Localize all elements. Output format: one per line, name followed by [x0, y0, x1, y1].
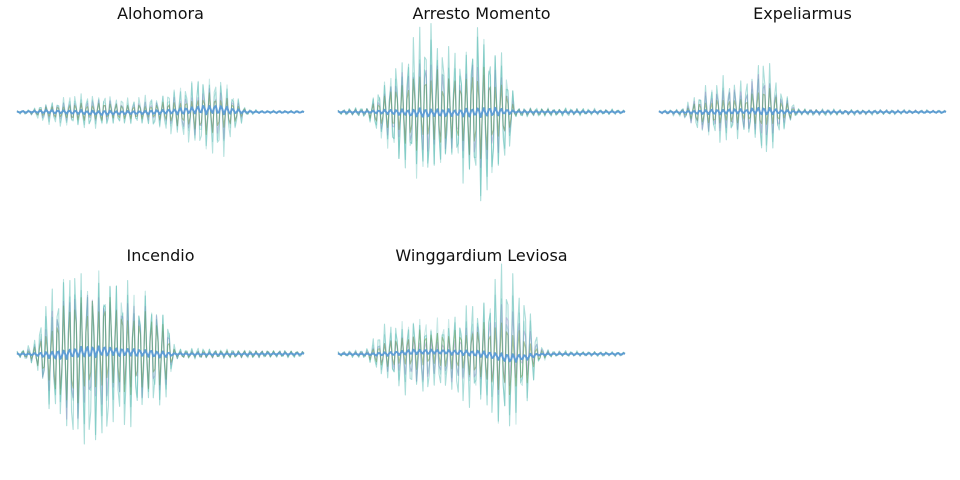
panel-title: Arresto Momento: [412, 4, 550, 23]
panel-title: Winggardium Leviosa: [395, 246, 567, 265]
plot-area: [337, 263, 626, 427]
series-line-1: [337, 263, 626, 427]
plot-area: [658, 62, 947, 153]
series-line-5: [16, 345, 305, 360]
series-line-5: [658, 106, 947, 116]
panel-expeliarmus: Expeliarmus: [658, 4, 947, 153]
series-line-1: [658, 62, 947, 153]
series-line-2: [658, 74, 947, 136]
panel-title: Incendio: [126, 246, 194, 265]
series-line-3: [16, 296, 305, 404]
series-line-5: [337, 106, 626, 118]
series-line-4: [337, 36, 626, 197]
plot-area: [337, 22, 626, 202]
panel-title: Alohomora: [117, 4, 204, 23]
series-line-5: [337, 348, 626, 363]
panel-title: Expeliarmus: [753, 4, 852, 23]
series-line-5: [16, 104, 305, 116]
panel-arresto-momento: Arresto Momento: [337, 4, 626, 202]
panel-winggardium-leviosa: Winggardium Leviosa: [337, 246, 626, 427]
plot-area: [16, 270, 305, 445]
panel-alohomora: Alohomora: [16, 4, 305, 158]
panel-incendio: Incendio: [16, 246, 305, 445]
series-line-4: [16, 270, 305, 436]
plot-area: [16, 78, 305, 158]
